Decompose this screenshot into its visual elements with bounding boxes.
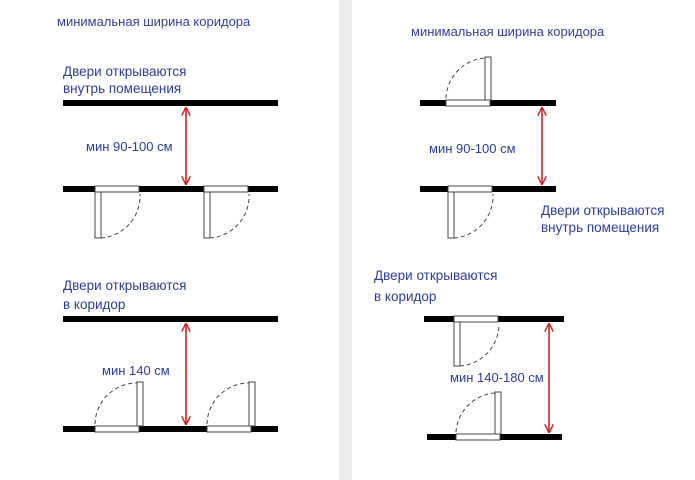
door-opening <box>447 185 493 193</box>
door-leaf <box>447 191 455 239</box>
door-leaf <box>453 321 461 367</box>
right-bottom-diagram <box>424 315 564 441</box>
left-title: минимальная ширина коридора <box>57 14 251 29</box>
wall-top <box>63 100 278 106</box>
door-leaf <box>94 191 102 239</box>
wall-bottom <box>63 426 278 432</box>
right-panel <box>352 0 695 480</box>
door-leaf <box>494 391 502 435</box>
door-swing-arc <box>209 193 250 239</box>
door-swing-arc <box>100 193 141 239</box>
right-top-label-line2: внутрь помещения <box>541 220 660 235</box>
right-top-label-line1: Двери открываются <box>541 203 665 218</box>
right-top-measure: мин 90-100 см <box>428 141 517 158</box>
door-opening <box>94 185 140 193</box>
door-opening <box>203 185 249 193</box>
left-top-label-line1: Двери открываются <box>63 64 187 79</box>
left-top-measure: мин 90-100 см <box>85 139 174 156</box>
left-bottom-diagram <box>63 316 278 433</box>
right-top-diagram <box>420 56 556 239</box>
door-opening <box>94 425 140 433</box>
door-swing-arc <box>206 382 250 425</box>
door-opening <box>455 433 501 441</box>
wall-bottom <box>63 186 278 192</box>
left-bottom-label-line2: в коридор <box>63 297 126 312</box>
right-title: минимальная ширина коридора <box>411 24 605 39</box>
right-bottom-label-line1: Двери открываются <box>374 268 498 283</box>
door-leaf <box>136 381 144 427</box>
door-leaf <box>203 191 211 239</box>
right-bottom-label-line2: в коридор <box>374 289 437 304</box>
left-top-diagram <box>63 100 278 239</box>
door-leaf <box>484 56 492 101</box>
door-swing-arc <box>445 57 486 99</box>
left-top-label-line2: внутрь помещения <box>63 81 182 96</box>
door-opening <box>206 425 252 433</box>
door-opening <box>453 315 499 323</box>
left-bottom-measure: мин 140 см <box>101 363 171 380</box>
door-swing-arc <box>453 193 494 239</box>
door-swing-arc <box>94 382 138 425</box>
door-swing-arc <box>455 392 496 433</box>
door-leaf <box>248 381 256 427</box>
door-opening <box>445 99 491 107</box>
left-bottom-label-line1: Двери открываются <box>63 278 187 293</box>
right-bottom-measure: мин 140-180 см <box>449 370 545 387</box>
door-swing-arc <box>459 323 500 367</box>
left-panel <box>0 0 339 480</box>
wall-top <box>63 316 278 322</box>
